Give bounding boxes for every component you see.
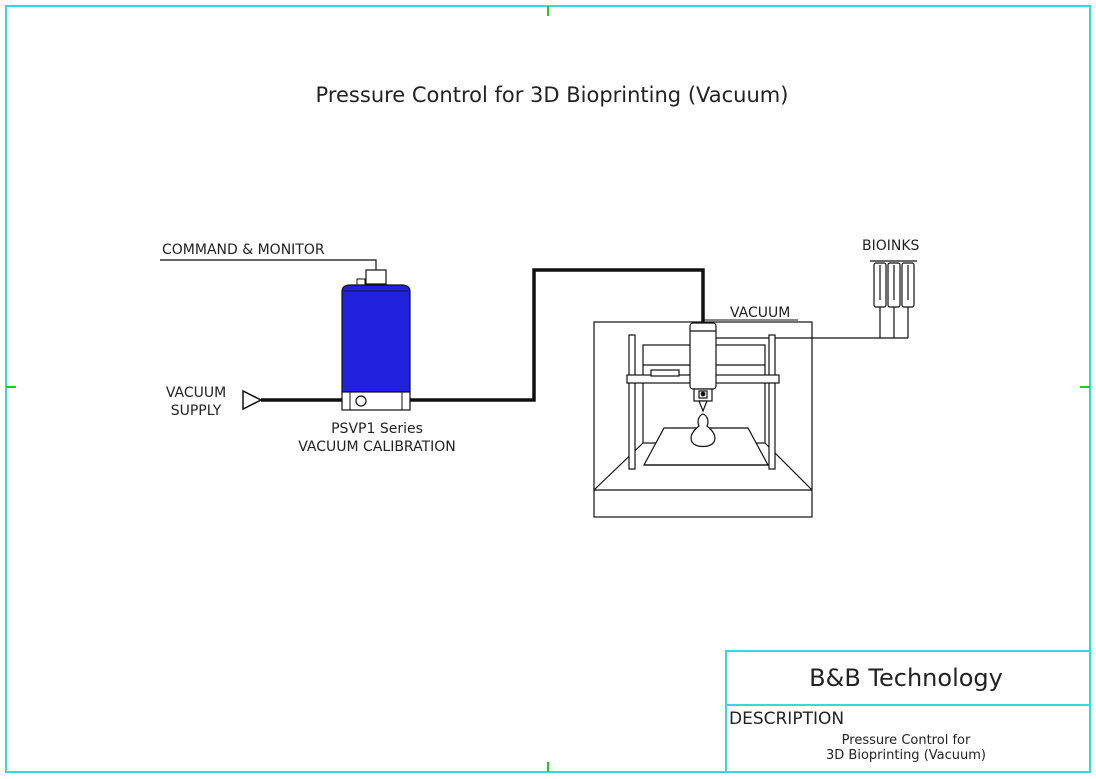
psvp1-controller (341, 269, 411, 411)
description-line1: Pressure Control for (842, 733, 971, 748)
company-name: B&B Technology (809, 664, 1003, 692)
vacuum-supply-label-line1: VACUUM (166, 385, 226, 401)
controller-connector (365, 269, 387, 285)
command-monitor-label: COMMAND & MONITOR (162, 242, 325, 258)
vacuum-label: VACUUM (730, 305, 790, 321)
vacuum-outlet-line (410, 268, 705, 402)
description-header: DESCRIPTION (729, 709, 844, 729)
print-head (689, 322, 717, 390)
controller-label-line2: VACUUM CALIBRATION (298, 439, 456, 455)
controller-label-line1: PSVP1 Series (331, 421, 423, 437)
bioink-syringes (870, 260, 917, 338)
vacuum-supply-symbol (242, 389, 263, 411)
vacuum-supply-label-line2: SUPPLY (171, 403, 222, 419)
bioinks-label: BIOINKS (862, 238, 920, 254)
controller-base (341, 391, 411, 411)
title-block: B&B Technology DESCRIPTION Pressure Cont… (725, 650, 1091, 773)
controller-connector-tab (356, 278, 366, 286)
command-monitor-leader (160, 259, 377, 270)
center-tick-marks (6, 6, 1090, 772)
drawing-title: Pressure Control for 3D Bioprinting (Vac… (316, 83, 789, 107)
description-line2: 3D Bioprinting (Vacuum) (826, 748, 986, 763)
printer-enclosure (593, 321, 813, 518)
controller-port (355, 395, 367, 407)
controller-body (341, 284, 411, 393)
bioprinter (593, 321, 813, 518)
printed-object (690, 413, 716, 448)
